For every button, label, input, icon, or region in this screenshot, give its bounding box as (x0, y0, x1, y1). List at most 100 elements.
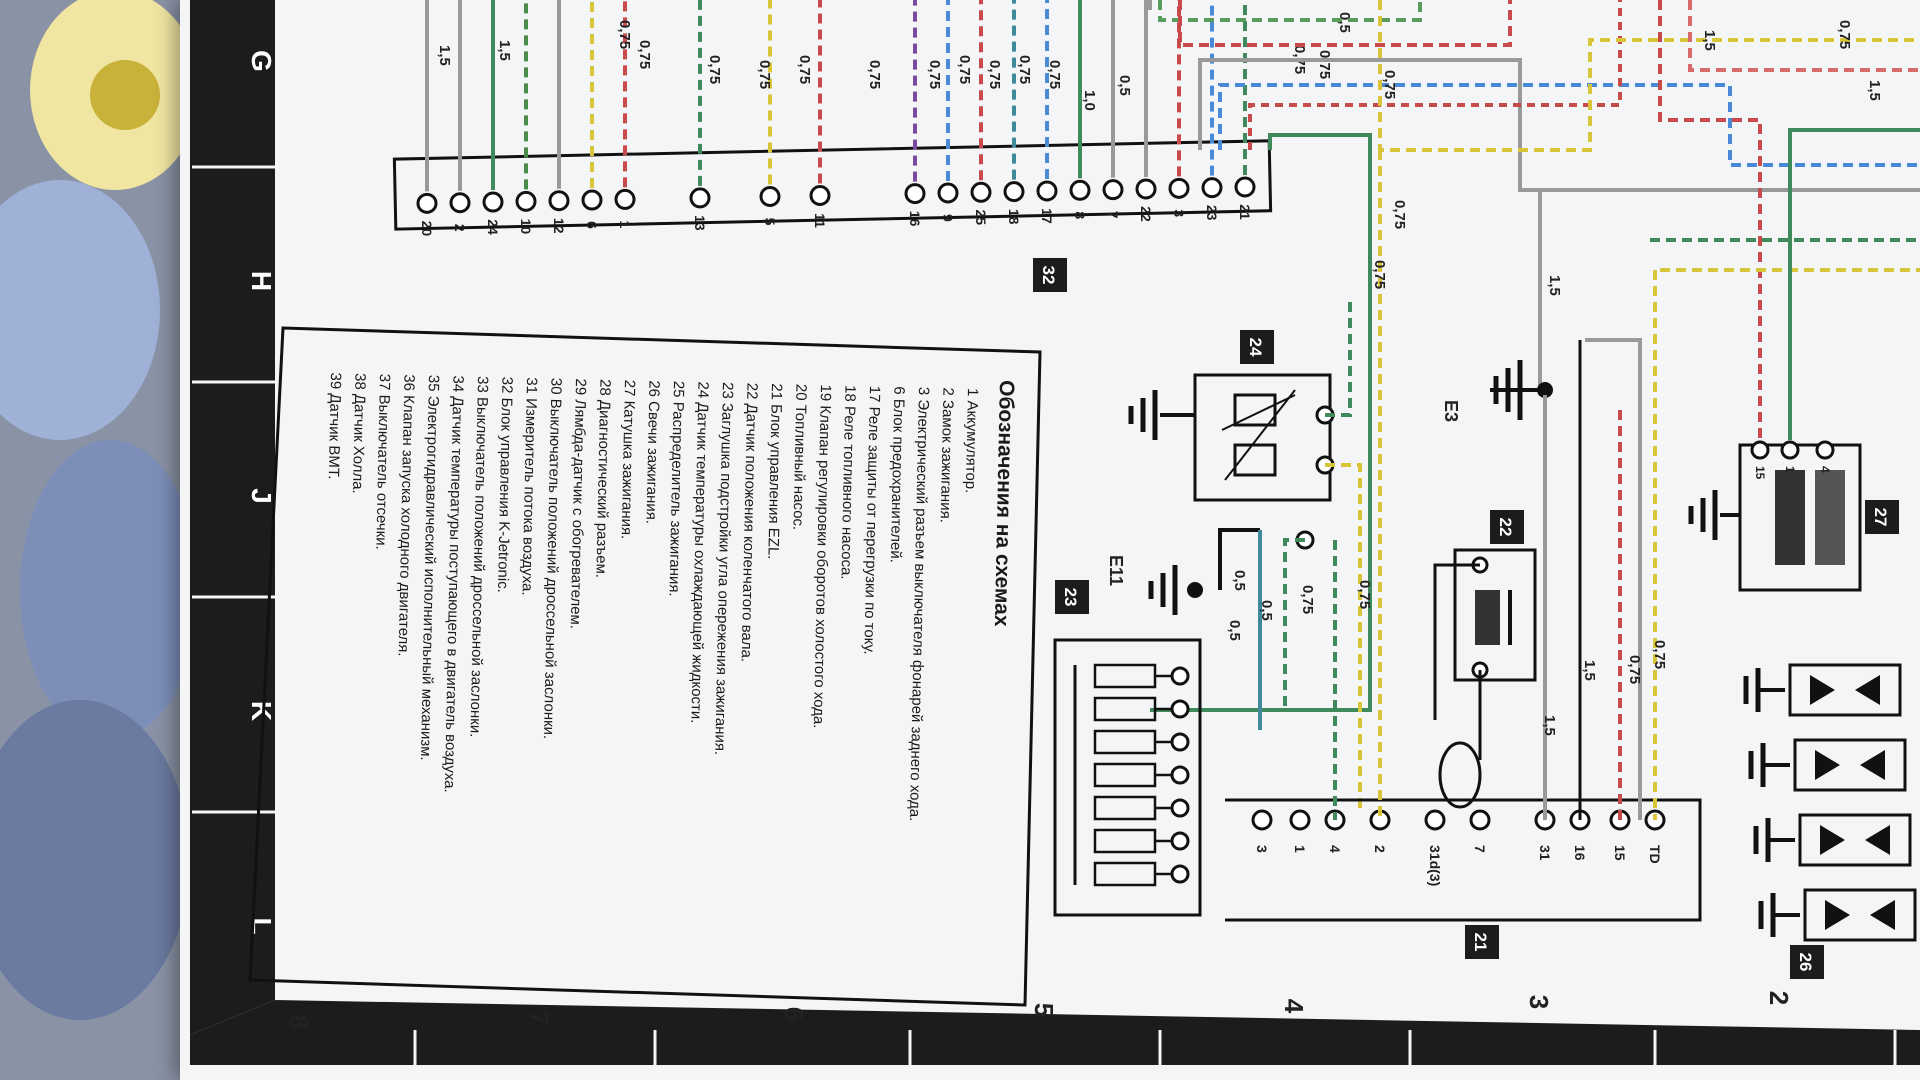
legend-item-text: 23 Заглушка подстройки угла опережения з… (711, 382, 736, 755)
legend-item: 22 Датчик положения коленчатого вала. (738, 383, 761, 663)
legend-item-text: 17 Реле защиты от перегрузки по току. (860, 386, 883, 655)
connector-32-pin-label: 24 (485, 219, 501, 235)
component-21-pin-label: TD (1647, 845, 1663, 864)
legend-item-text: 37 Выключатель отсечки. (372, 374, 393, 550)
wire-gauge-label: 0,75 (926, 60, 943, 89)
connector-32-pin-label: 18 (1006, 209, 1022, 225)
component-27-winding (1815, 470, 1845, 565)
connector-32-pin (689, 187, 711, 209)
connector-32-pin-label: 9 (940, 214, 956, 222)
tag-27-box (1865, 500, 1899, 534)
connector-32-pin-label: 17 (1039, 208, 1055, 224)
wire-gauge-label: 0,75 (1391, 200, 1408, 229)
wire-gauge-label: 0,75 (1356, 580, 1373, 609)
wire-gauge-label: 1,5 (1541, 715, 1558, 736)
component-22-body (1453, 548, 1537, 682)
connector-32-pin (904, 183, 926, 205)
connector-32-pin (1036, 180, 1058, 202)
legend-item: 18 Реле топливного насоса. (837, 385, 858, 580)
connector-32-pin-label: 22 (1138, 206, 1154, 222)
legend-item: 21 Блок управления EZL. (764, 383, 785, 560)
component-27-pin (1815, 440, 1835, 460)
component-23-resistors (1073, 663, 1190, 887)
wire-e11-black (1218, 528, 1260, 590)
component-21-pin-label: 15 (1612, 845, 1628, 861)
component-23-resistor (1093, 828, 1157, 854)
ruler-number: 7 (524, 1011, 554, 1025)
component-27-pin (1780, 440, 1800, 460)
legend-item: 1 Аккумулятор. (962, 388, 981, 494)
component-21-pin-label: 2 (1372, 845, 1388, 853)
wire-red-pink (1688, 0, 1920, 72)
legend-item-text: 33 Выключатель положений дроссельной зас… (466, 376, 491, 738)
connector-32-pin (614, 188, 636, 210)
connector-32-body (392, 139, 1273, 231)
wire-gauge-label: 0,5 (1336, 12, 1353, 33)
connector-32-pin (1102, 179, 1124, 201)
spark-plug-electrode (1825, 900, 1850, 930)
connector-32-pin (809, 185, 831, 206)
component-21-pin-label: 31d(3) (1427, 845, 1443, 886)
component-21-pin (1251, 809, 1273, 831)
component-21-pin (1424, 809, 1446, 831)
component-27-pin-label: 4 (1818, 466, 1832, 473)
legend-item: 34 Датчик температуры поступающего в дви… (441, 375, 467, 793)
connector-32-pin-label: 23 (1204, 205, 1220, 221)
legend-frame (248, 326, 1042, 1007)
ruler-number: 5 (1029, 1003, 1059, 1017)
legend-item: 33 Выключатель положений дроссельной зас… (466, 376, 491, 738)
wire-gauge-label: 0,75 (1299, 585, 1316, 614)
wire-gauge-label: 1,5 (1701, 30, 1718, 51)
legend-item: 17 Реле защиты от перегрузки по току. (860, 386, 883, 655)
component-26-plugs (1743, 663, 1917, 942)
wire-gauge-label: 0,75 (796, 55, 813, 84)
wire-red-right (1658, 0, 1762, 440)
tag-32-box (1033, 258, 1067, 292)
component-23-pin (1170, 699, 1190, 719)
component-27-pin (1750, 440, 1770, 460)
wire-gauge-label: 1,5 (1546, 275, 1563, 296)
ruler-letter-strip (190, 0, 275, 1035)
component-24: 24 (1128, 300, 1362, 810)
component-27-winding (1775, 470, 1805, 565)
component-22-coil (1475, 590, 1500, 645)
tag-32-label: 32 (1039, 266, 1058, 285)
wire-22-lead (1433, 563, 1480, 720)
wire-gauge-label: 0,75 (1836, 20, 1853, 49)
component-21-pin-label: 1 (1292, 845, 1308, 853)
tag-22-box (1490, 510, 1524, 544)
wire-gauge-label: 0,75 (1381, 70, 1398, 99)
legend-items: 1 Аккумулятор.2 Замок зажигания.3 Электр… (325, 372, 981, 821)
tag-32: 32 (1033, 258, 1067, 292)
component-22: 22 (1433, 510, 1537, 809)
wire-yellow-main (1378, 0, 1920, 152)
wire-gauge-label: 0,75 (956, 55, 973, 84)
component-27-pin-label: 15 (1753, 466, 1767, 480)
wire-gauge-label: 0,75 (636, 40, 653, 69)
connector-32-pin (416, 192, 438, 214)
legend-item: 39 Датчик ВМТ. (325, 372, 344, 479)
wire-gauge-label: 0,5 (1231, 570, 1248, 591)
connector-32-pin (1168, 177, 1190, 199)
wire-gauge-label: 1,5 (1866, 80, 1883, 101)
tag-22-label: 22 (1496, 518, 1515, 537)
connector-32-pin-label: 10 (518, 219, 534, 235)
ground-e11: E11 (1106, 528, 1315, 730)
spark-plug (1788, 663, 1902, 717)
flower-petal (0, 180, 160, 440)
background-fabric (0, 0, 230, 1080)
legend-item: 24 Датчик температуры охлаждающей жидкос… (687, 381, 711, 723)
spark-plug-electrode (1855, 675, 1880, 705)
component-21-pin-label: 7 (1472, 845, 1488, 853)
wire-gauge-label: 1,5 (1581, 660, 1598, 681)
component-23-body (1053, 638, 1202, 917)
ruler-letter: J (246, 488, 277, 504)
legend-item-text: 27 Катушка зажигания. (618, 380, 638, 540)
tag-26-box (1790, 945, 1824, 979)
legend-item-text: 22 Датчик положения коленчатого вала. (738, 383, 761, 663)
